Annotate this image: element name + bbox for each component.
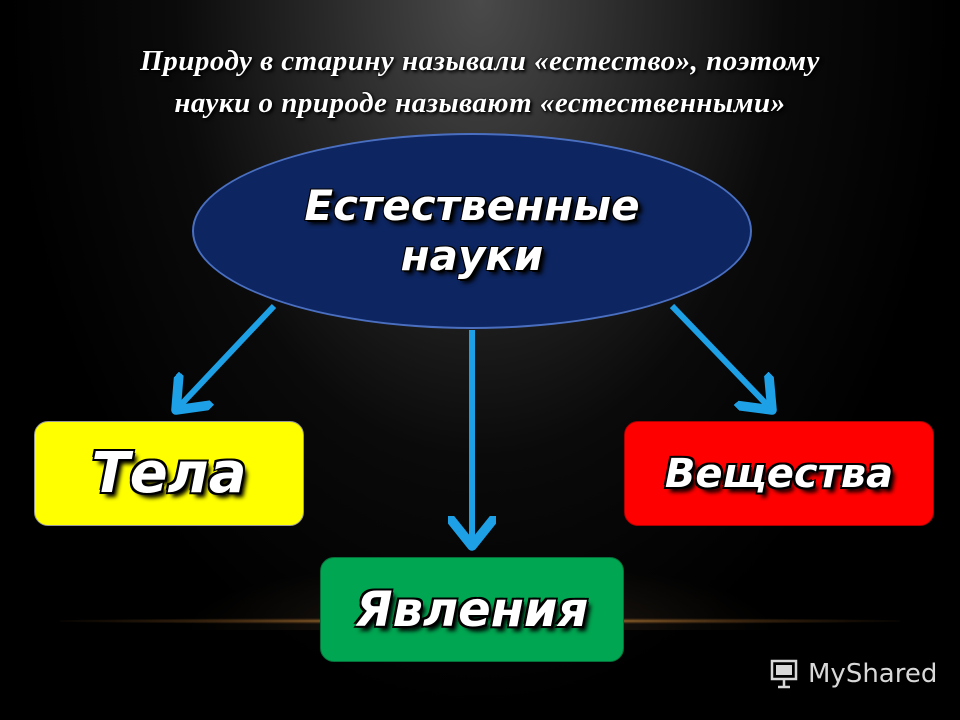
- node-phenomena-label: Явления: [355, 581, 589, 638]
- arrow-left: [176, 303, 277, 410]
- node-bodies-label: Тела: [91, 441, 247, 506]
- watermark-text: MyShared: [808, 659, 938, 689]
- node-bodies: Тела: [34, 421, 304, 526]
- node-substances-label: Вещества: [664, 450, 894, 497]
- watermark: MyShared: [768, 656, 937, 692]
- central-node-line-2: науки: [400, 231, 544, 280]
- title-line-1: Природу в старину называли «естество», п…: [140, 45, 820, 77]
- node-substances: Вещества: [624, 421, 934, 526]
- central-node: Естественные науки: [192, 133, 752, 329]
- node-phenomena: Явления: [320, 557, 624, 662]
- central-node-line-1: Естественные: [304, 181, 640, 230]
- presentation-board-icon: [770, 659, 798, 689]
- slide-title: Природу в старину называли «естество», п…: [20, 40, 940, 124]
- arrow-right: [669, 303, 772, 410]
- title-line-2: науки о природе называют «естественными»: [174, 87, 786, 119]
